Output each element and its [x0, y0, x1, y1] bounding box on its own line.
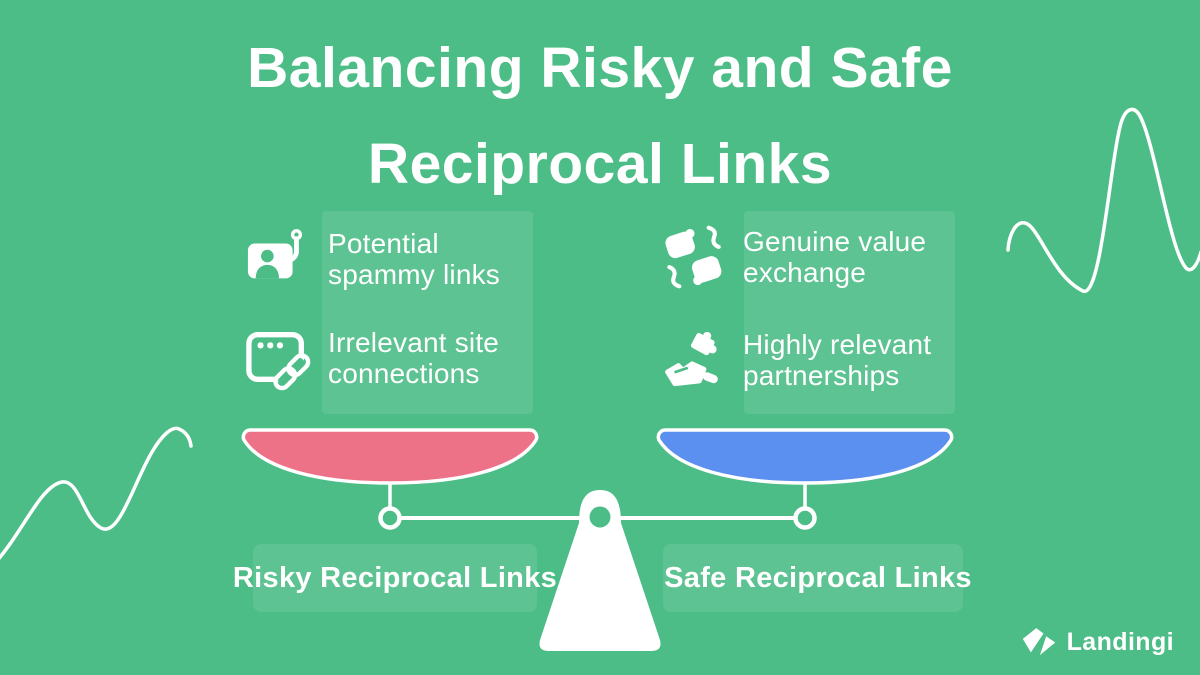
feature-text-line1: Irrelevant site — [328, 327, 500, 358]
landingi-diamond-icon — [1022, 628, 1055, 656]
feature-text-line2: connections — [328, 358, 480, 389]
value-exchange-icon — [665, 225, 722, 289]
feature-text-line2: exchange — [743, 257, 867, 288]
page-title: Balancing Risky and Safe Reciprocal Link… — [0, 20, 1200, 212]
safe-label-box — [663, 544, 963, 612]
safe-scale-pan — [656, 428, 954, 485]
feature-text-line1: Genuine value — [743, 226, 927, 257]
page-title-line2: Reciprocal Links — [367, 132, 833, 196]
left-squiggle-decoration — [0, 426, 193, 560]
feature-text-line2: partnerships — [743, 360, 900, 391]
page-title-line1: Balancing Risky and Safe — [247, 36, 953, 100]
feature-text: Potential spammy links — [328, 228, 500, 290]
safe-reciprocal-links-label: Safe Reciprocal Links — [664, 562, 972, 594]
feature-highly-relevant-partnerships: Highly relevant partnerships — [661, 327, 931, 393]
browser-link-icon — [246, 332, 311, 391]
landingi-logo: Landingi — [1021, 626, 1174, 659]
safe-pan-ring — [793, 506, 817, 530]
feature-text-line1: Potential — [328, 228, 439, 259]
pedestal-hole — [589, 506, 611, 528]
phishing-link-icon — [247, 229, 303, 279]
feature-text: Highly relevant partnerships — [743, 329, 931, 391]
feature-irrelevant-site-connections: Irrelevant site connections — [246, 325, 499, 391]
feature-text-line1: Highly relevant — [743, 329, 932, 360]
hand-puzzle-icon — [665, 331, 718, 387]
safe-items-panel — [744, 211, 955, 414]
risky-pan-ring — [378, 506, 402, 530]
risky-items-panel — [322, 211, 533, 414]
feature-text: Irrelevant site connections — [328, 327, 499, 389]
feature-text-line2: spammy links — [328, 259, 500, 290]
feature-genuine-value-exchange: Genuine value exchange — [661, 224, 926, 290]
feature-potential-spammy-links: Potential spammy links — [246, 226, 500, 292]
risky-scale-pan — [241, 428, 539, 485]
risky-label-box — [253, 544, 537, 612]
landingi-logo-text: Landingi — [1066, 628, 1174, 656]
risky-reciprocal-links-label: Risky Reciprocal Links — [232, 562, 558, 594]
feature-text: Genuine value exchange — [743, 226, 926, 288]
